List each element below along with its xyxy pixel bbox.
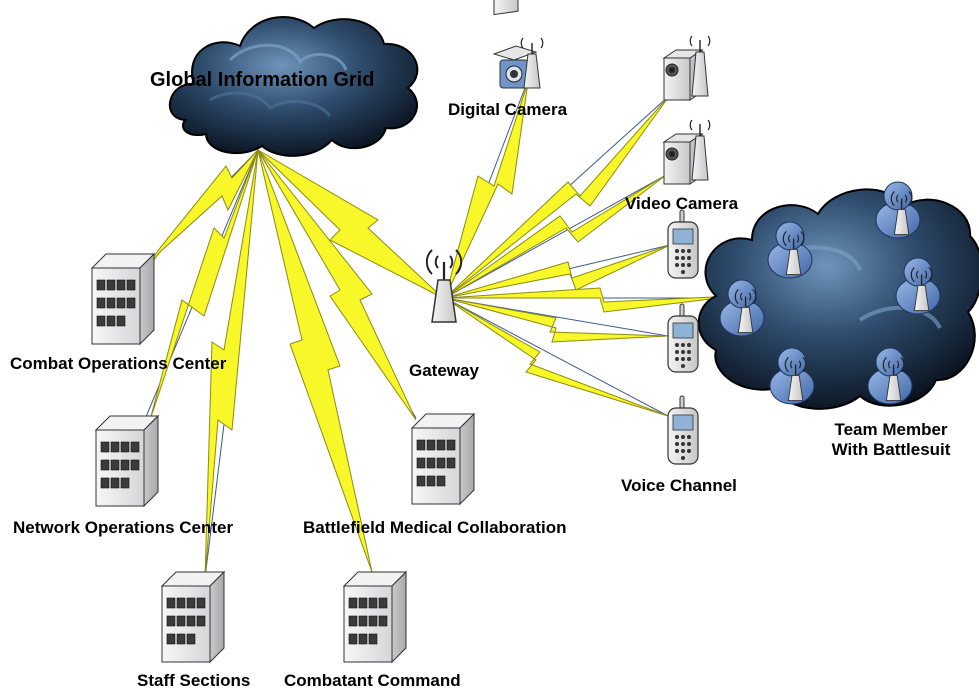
team-member-label: Team Member With Battlesuit xyxy=(820,420,962,460)
team-label-line2: With Battlesuit xyxy=(831,440,951,459)
staff-sections-label: Staff Sections xyxy=(137,671,251,690)
gig-cloud xyxy=(168,16,419,157)
lightning-bolts xyxy=(135,81,736,579)
gateway-label: Gateway xyxy=(409,361,479,380)
combat-ops-label: Combat Operations Center xyxy=(10,354,227,373)
combat-ops-building-icon xyxy=(91,253,155,345)
voice-channel-label: Voice Channel xyxy=(621,476,737,495)
combatant-command-label: Combatant Command xyxy=(284,671,461,690)
video-camera-icon xyxy=(663,119,711,185)
team-cloud xyxy=(697,188,979,410)
gig-label: Global Information Grid xyxy=(150,69,375,91)
link-voice xyxy=(444,297,669,417)
team-label-line1: Team Member xyxy=(834,420,948,439)
bolt-medical xyxy=(257,149,417,421)
medical-building-icon xyxy=(411,413,475,505)
staff-sections-building-icon xyxy=(161,571,225,663)
video-camera-icon xyxy=(663,35,711,101)
network-ops-building-icon xyxy=(95,415,159,507)
combatant-command-building-icon xyxy=(343,571,407,663)
phone-icon xyxy=(667,209,699,279)
digital-camera-label: Digital Camera xyxy=(448,100,568,119)
medical-label: Battlefield Medical Collaboration xyxy=(303,518,567,537)
digital-camera-icon xyxy=(492,0,544,89)
team-member-avatar xyxy=(876,182,920,238)
network-ops-label: Network Operations Center xyxy=(13,518,234,537)
link-video-cam-2 xyxy=(444,174,667,299)
phone-icon xyxy=(667,303,699,373)
voice-phone-icon xyxy=(667,395,699,465)
video-camera-label: Video Camera xyxy=(625,194,739,213)
